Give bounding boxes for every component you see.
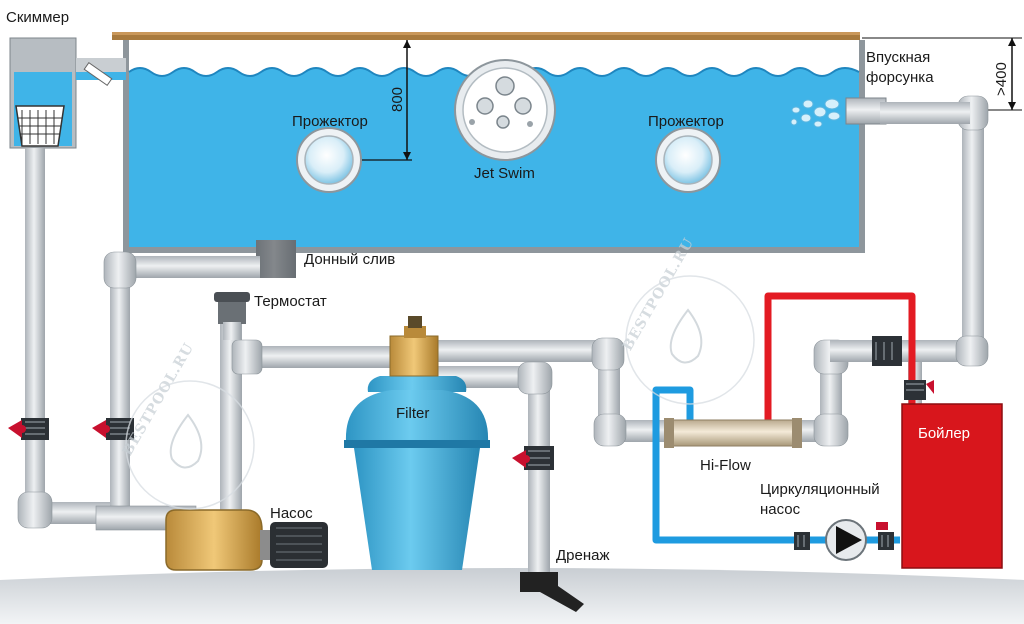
watermark-right: BESTPOOL.RU bbox=[620, 235, 755, 405]
sand-filter bbox=[344, 316, 490, 570]
hiflow-exchanger bbox=[664, 418, 802, 448]
valve-circ-left bbox=[794, 532, 810, 550]
jet-swim-unit bbox=[454, 59, 556, 161]
label-pump: Насос bbox=[270, 505, 313, 522]
main-pump bbox=[165, 509, 328, 571]
pipework bbox=[17, 95, 989, 576]
label-drain: Дренаж bbox=[556, 547, 610, 564]
valve-circ-right bbox=[876, 522, 894, 550]
label-thermostat: Термостат bbox=[254, 293, 327, 310]
valve-boiler-top bbox=[904, 380, 934, 400]
label-circ-pump-line1: Циркуляционный bbox=[760, 481, 880, 498]
label-dim-depth: 800 bbox=[389, 87, 406, 112]
label-filter: Filter bbox=[396, 405, 429, 422]
label-boiler: Бойлер bbox=[918, 425, 970, 442]
watermark-text-left: BESTPOOL.RU bbox=[120, 340, 198, 458]
label-light-left: Прожектор bbox=[292, 113, 368, 130]
label-jet-swim: Jet Swim bbox=[474, 165, 535, 182]
floor bbox=[0, 568, 1024, 624]
label-inlet-line1: Впускная bbox=[866, 49, 930, 66]
thermostat-sensor bbox=[214, 292, 250, 340]
boiler bbox=[901, 403, 1003, 569]
label-bottom-drain: Донный слив bbox=[304, 251, 395, 268]
label-hiflow: Hi-Flow bbox=[700, 457, 751, 474]
pool-light-left bbox=[296, 127, 362, 193]
drain-outlet bbox=[520, 572, 584, 612]
valve-drain bbox=[512, 446, 554, 470]
bottom-drain bbox=[256, 240, 296, 278]
depth-dimension bbox=[360, 40, 412, 161]
circulation-pump bbox=[825, 519, 867, 561]
label-inlet-line2: форсунка bbox=[866, 69, 934, 86]
label-circ-pump-line2: насос bbox=[760, 501, 801, 518]
inlet-nozzle bbox=[790, 97, 887, 128]
label-light-right: Прожектор bbox=[648, 113, 724, 130]
label-dim-inlet: >400 bbox=[993, 62, 1010, 96]
valve-skimmer bbox=[8, 418, 49, 440]
skimmer bbox=[9, 37, 126, 149]
label-skimmer: Скиммер bbox=[6, 9, 69, 26]
labels: Скиммер Впускная форсунка >400 800 Проже… bbox=[6, 9, 1010, 564]
pool-light-right bbox=[655, 127, 721, 193]
union-boiler-return bbox=[872, 336, 902, 366]
heating-loop bbox=[652, 292, 916, 544]
valves bbox=[8, 336, 934, 550]
skimmer-basket bbox=[15, 105, 65, 147]
